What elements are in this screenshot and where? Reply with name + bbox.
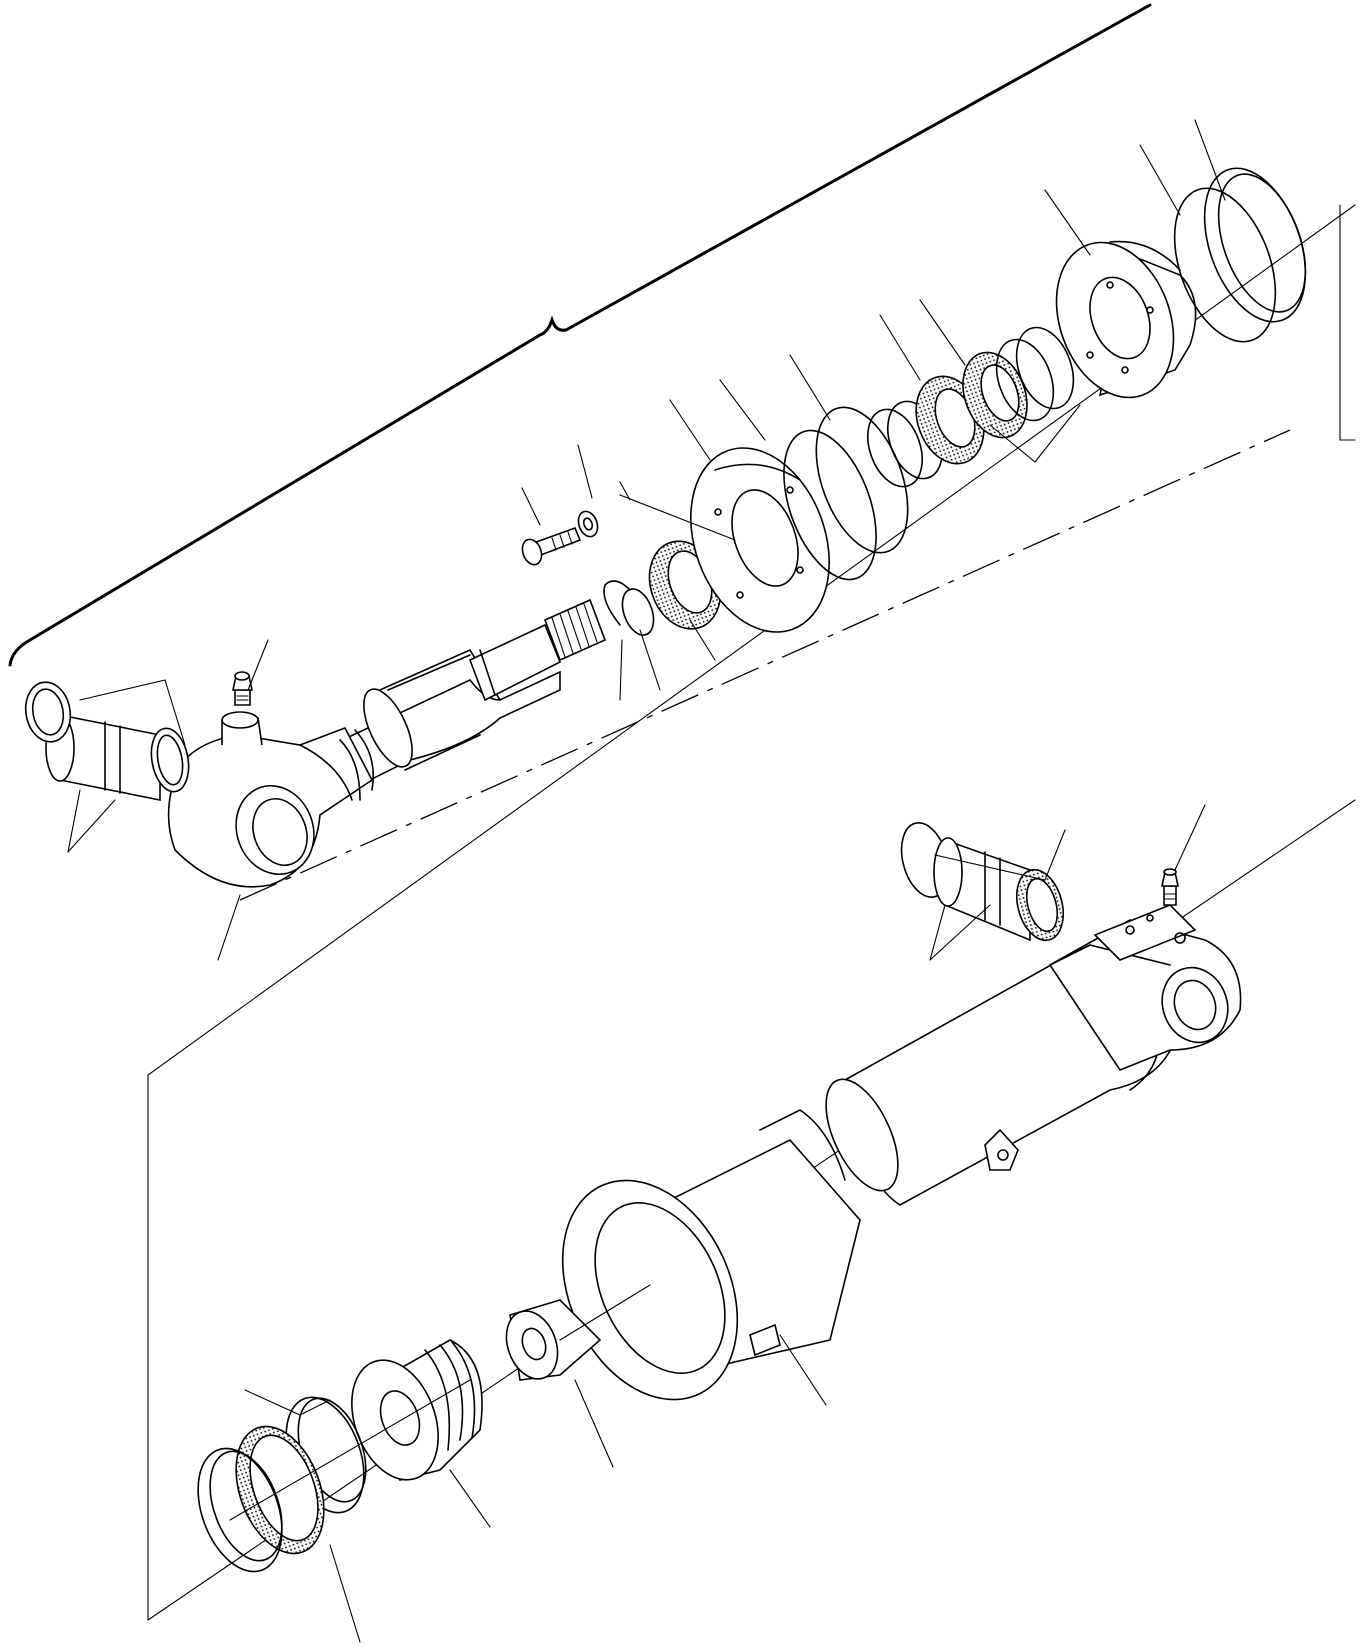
base-bushing (900, 822, 1065, 942)
gland-head (1055, 240, 1197, 399)
seal-kit-rings (867, 326, 1075, 488)
assembly-axis-top (239, 429, 1291, 901)
tube-sleeve (561, 1109, 861, 1401)
cylinder-tube (825, 904, 1242, 1206)
rod-eye (167, 711, 374, 888)
callout-leaders (67, 119, 1226, 1643)
assembly-bracket-top (8, 3, 1152, 667)
base-grease-nipple (1161, 868, 1179, 906)
rod-eye-grease-nipple (232, 671, 253, 706)
gland-snap-rings (783, 406, 909, 581)
rod-snap-ring (603, 580, 655, 636)
assembly-axis-bottom (229, 481, 736, 1521)
cap-screw (521, 526, 582, 566)
piston-seals (197, 1396, 367, 1573)
rod-eye-bushing (24, 681, 190, 801)
break-marks (339, 729, 375, 801)
lock-nut (505, 1299, 602, 1381)
gland-flange (690, 447, 830, 633)
washer (577, 510, 599, 538)
gland-outer-rings (1173, 167, 1307, 343)
